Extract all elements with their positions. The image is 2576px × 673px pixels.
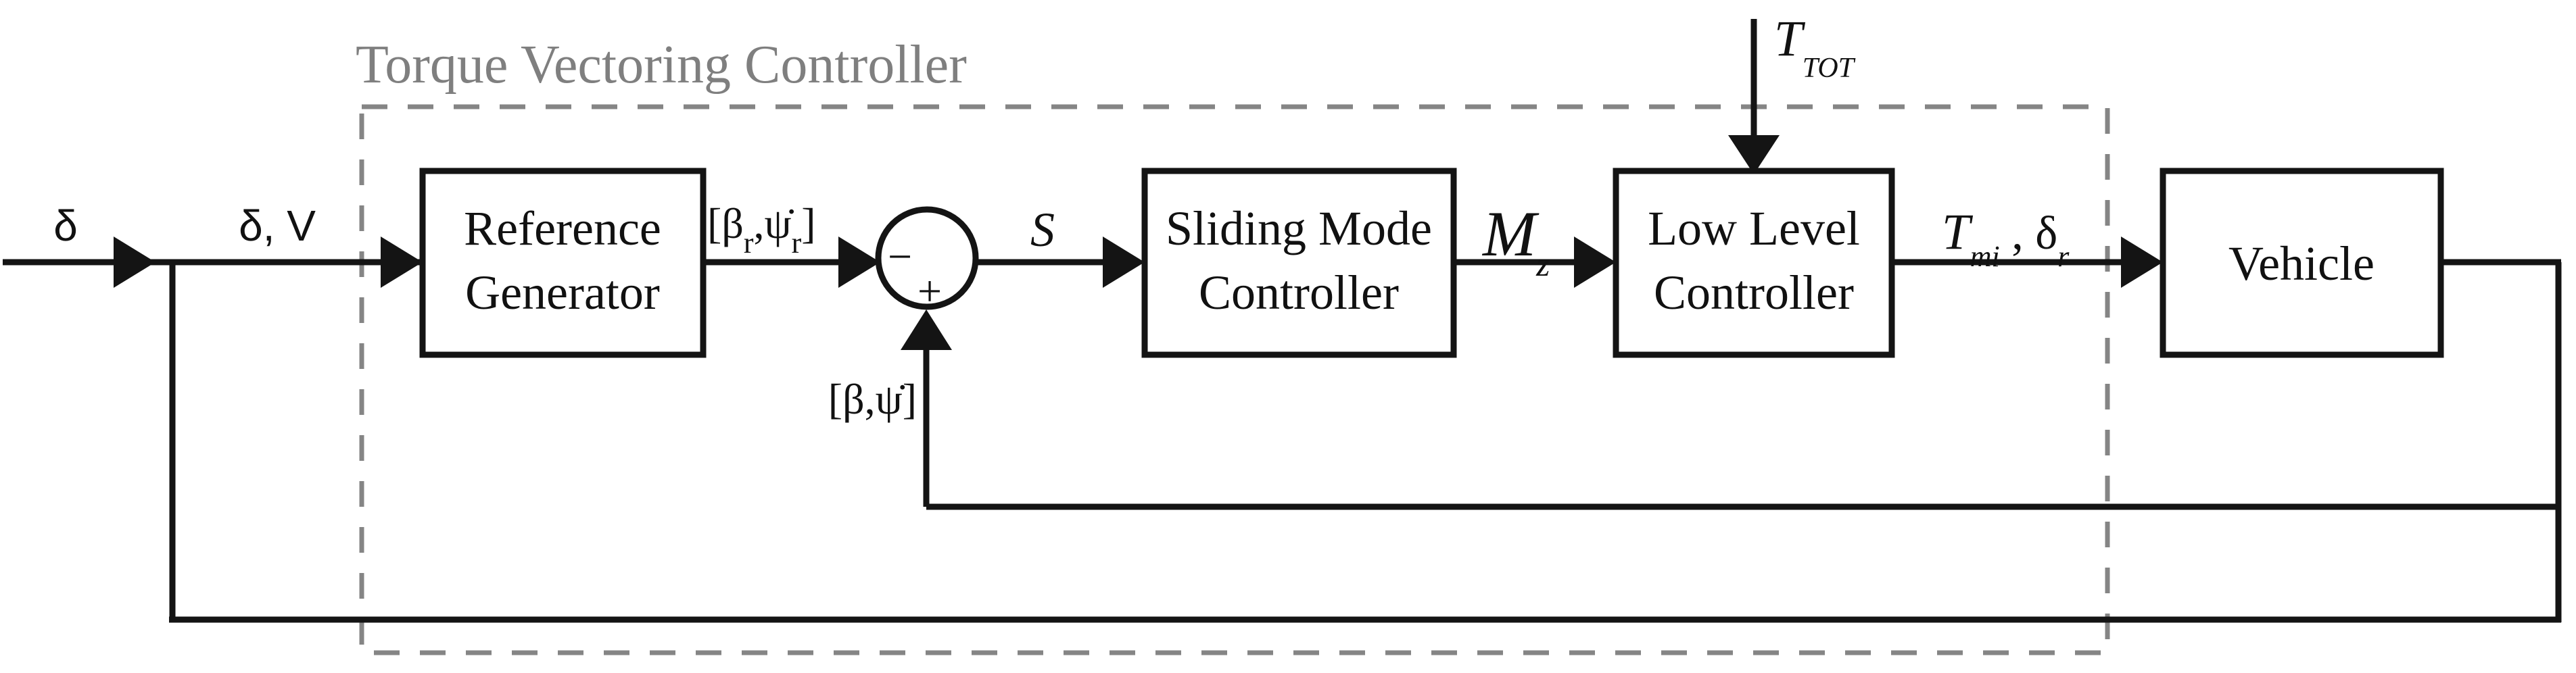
signal-label-total-torque: TTOT: [1774, 11, 1856, 84]
reference-generator-label-line2: Generator: [465, 266, 660, 320]
signal-label-measured-states: [β,ψ̇]: [828, 375, 917, 423]
vehicle-block: [2160, 168, 2444, 358]
signal-label-sliding-surface: S: [1030, 203, 1055, 257]
arrowhead-into-sliding-mode-icon: [1103, 236, 1145, 288]
low-level-label-line1: Low Level: [1648, 201, 1860, 255]
arrowhead-into-summing-junction-icon: [838, 236, 880, 288]
signal-label-reference-states: [βr,ψ̇r]: [707, 199, 816, 259]
reference-generator-block: [419, 168, 707, 358]
summing-junction: [875, 206, 979, 310]
sliding-mode-label-line1: Sliding Mode: [1166, 201, 1432, 255]
arrowhead-into-reference-generator-icon: [381, 236, 423, 288]
arrowhead-into-low-level-icon: [1574, 236, 1616, 288]
sliding-mode-controller-block: [1141, 168, 1457, 358]
summing-plus-sign: +: [917, 267, 942, 315]
signal-label-yaw-moment: Mz: [1481, 198, 1550, 284]
arrowhead-into-vehicle-icon: [2121, 236, 2163, 288]
arrowhead-into-junction-icon: [114, 236, 156, 288]
low-level-controller-block: [1613, 168, 1895, 358]
arrowhead-total-torque-icon: [1728, 135, 1780, 174]
summing-minus-sign: −: [888, 232, 912, 280]
vehicle-label: Vehicle: [2228, 236, 2375, 291]
diagram-title: Torque Vectoring Controller: [356, 35, 967, 95]
reference-generator-label-line1: Reference: [464, 201, 661, 255]
arrowhead-plus-input-icon: [901, 309, 952, 350]
signal-label-steering-and-speed: δ, V: [239, 201, 316, 250]
signal-label-actuator-outputs: Tmi , δr: [1942, 204, 2070, 273]
signal-label-steering-input: δ: [53, 201, 78, 250]
low-level-label-line2: Controller: [1654, 266, 1854, 320]
sliding-mode-label-line2: Controller: [1199, 266, 1399, 320]
